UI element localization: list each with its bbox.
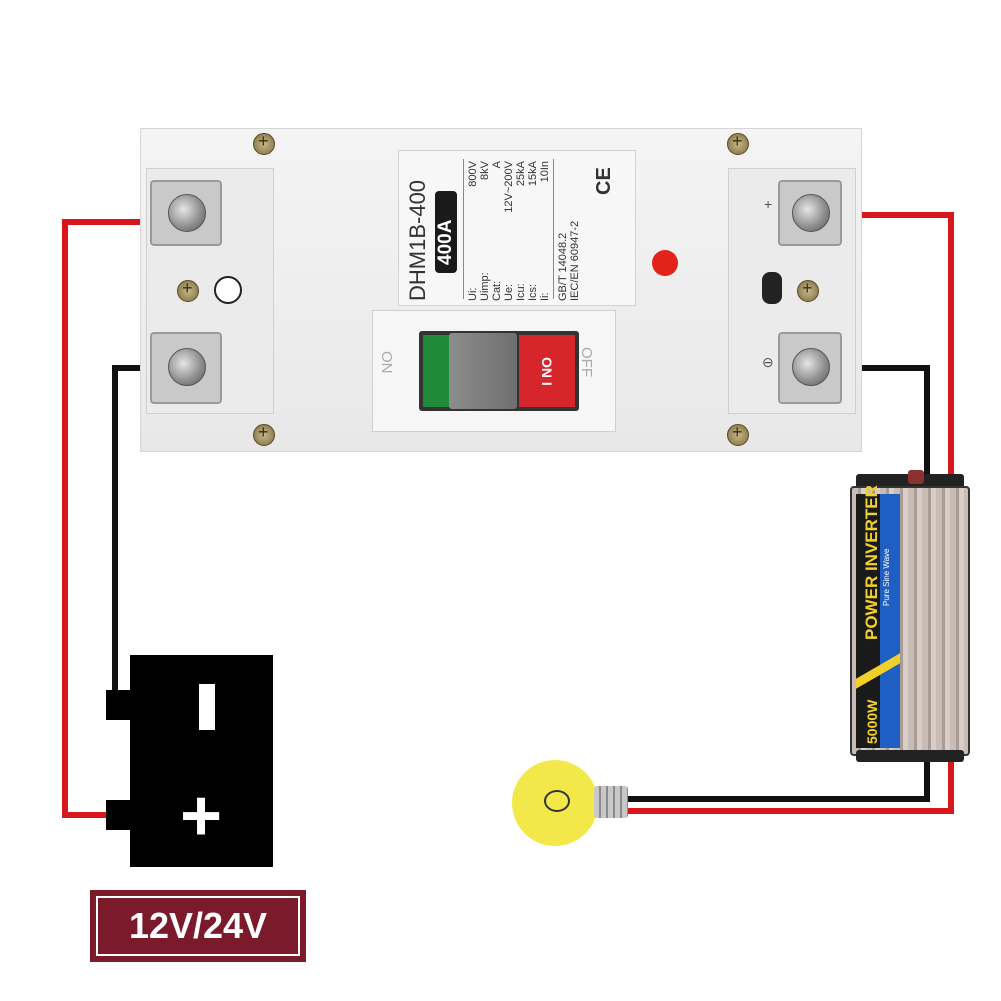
screw-icon [797,278,819,302]
screw-icon [727,422,749,446]
battery-plus-sign: + [180,776,223,856]
on-label: ON I [539,357,555,386]
screw-icon [727,131,749,155]
bulb-filament [544,790,570,812]
spec-value: 12V~200V [503,161,515,213]
inverter-subtitle: Pure Sine Wave [882,548,891,606]
hole-icon [762,272,782,304]
negative-wire-inverter-out [924,752,930,800]
standard-text: GB/T 14048.2 [557,232,569,301]
rating-badge [435,191,457,273]
rating-label: DHM1B-400 400A Ui: Uimp: Cat: Ue: Icu: I… [398,150,636,306]
voltage-label-inner: 12V/24V [96,896,300,956]
negative-wire-left-vertical [112,365,118,695]
hole-icon [214,276,242,304]
voltage-label: 12V/24V [90,890,306,962]
inverter-bottom-cap [856,750,964,762]
terminal-top-right [778,180,842,246]
terminal-minus-mark: ⊖ [762,354,774,370]
ce-mark: CE [593,167,615,195]
bolt-icon [168,348,206,386]
bulb-base [594,786,628,818]
terminal-top-left [150,180,222,246]
switch-toggle[interactable] [449,333,517,409]
spec-value: A [491,161,503,169]
negative-wire-right [858,365,930,371]
switch-panel: ON OFF ON I [372,310,616,432]
rating-text: 400A [435,219,456,265]
indicator-light [652,250,678,276]
divider [553,159,554,299]
side-off-label: OFF [578,347,595,377]
battery-terminal-negative [106,690,132,720]
divider [463,159,464,299]
bolt-icon [168,194,206,232]
battery-terminal-positive [106,800,132,830]
positive-wire-right [858,212,954,218]
positive-wire-left [62,219,152,225]
terminal-bottom-left [150,332,222,404]
terminal-plus-mark: + [764,196,773,212]
inverter-label-strip [856,494,900,748]
screw-icon [177,278,199,302]
green-off-indicator [423,335,449,407]
inverter-power: 5000W [864,699,880,744]
spec-value: 8kV [479,161,491,180]
terminal-bottom-right [778,332,842,404]
switch-on-face[interactable]: ON I [519,335,575,407]
positive-wire-left-battery [62,812,132,818]
negative-wire-bulb [625,796,930,802]
light-bulb-icon [512,760,598,846]
negative-wire-right-vertical [924,365,930,490]
spec-value: 15kA [527,161,539,187]
inverter-title: POWER INVERTER [862,485,881,640]
spec-value: 25kA [515,161,527,187]
on-sub-text: I [539,381,555,386]
bolt-icon [792,348,830,386]
inverter-terminal [908,470,924,484]
positive-wire-bulb [625,808,954,814]
side-on-label: ON [378,351,395,374]
negative-wire-left [112,365,152,371]
power-inverter: POWER INVERTER Pure Sine Wave 5000W [850,485,970,756]
standard-text: IEC/EN 60947-2 [569,220,581,301]
battery-minus-icon [199,684,215,730]
bolt-icon [792,194,830,232]
voltage-text: 12V/24V [128,905,268,946]
positive-wire-left-vertical [62,219,68,817]
model-name: DHM1B-400 [405,179,430,301]
standards: GB/T 14048.2 IEC/EN 60947-2 [557,221,581,301]
screw-icon [253,131,275,155]
on-text: ON [539,357,555,378]
screw-icon [253,422,275,446]
spec-value: 10In [539,161,551,183]
spec-values: 800V 8kV A 12V~200V 25kA 15kA 10In [467,161,551,301]
spec-value: 800V [467,161,479,187]
